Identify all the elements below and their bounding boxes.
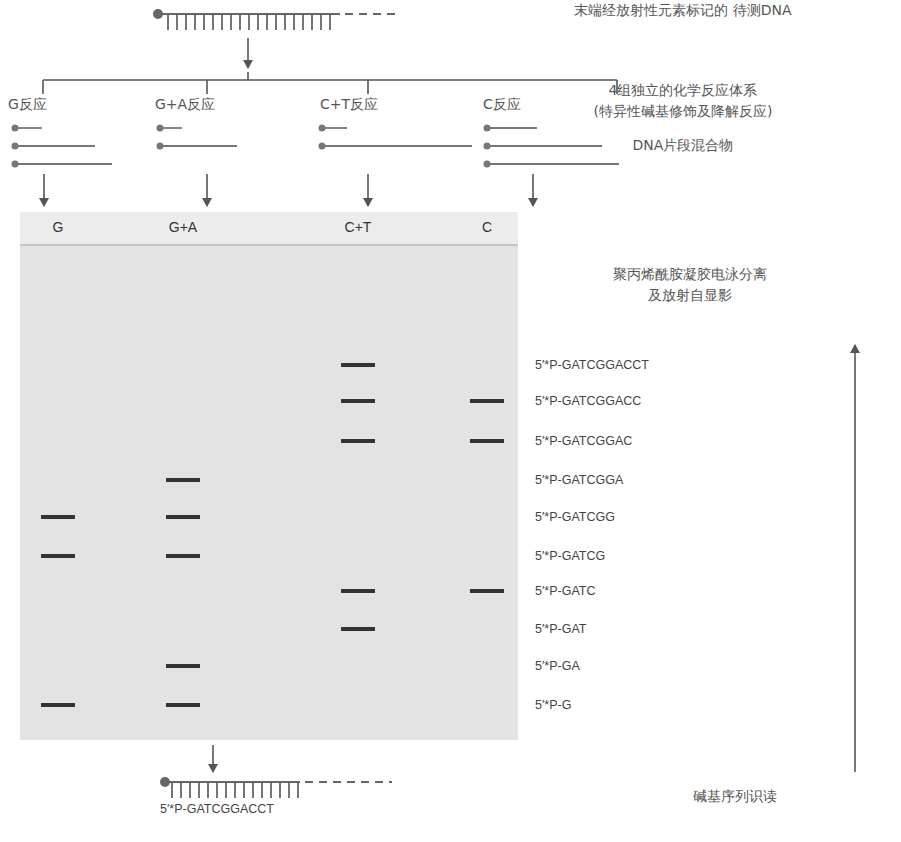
note: DNA片段混合物 bbox=[568, 135, 798, 156]
lane-label: C+T bbox=[345, 218, 372, 238]
sequence-readout: 5′*P-GATCGGACCT bbox=[160, 800, 274, 819]
fragment-sequence: 5′*P-GATCGG bbox=[535, 508, 615, 527]
fragment-sequence: 5′*P-G bbox=[535, 696, 571, 715]
dna-molecule bbox=[167, 782, 392, 798]
fragment-sequence: 5′*P-GATC bbox=[535, 582, 595, 601]
arrow bbox=[854, 345, 856, 772]
reaction-label: G反应 bbox=[8, 94, 47, 115]
fragment-sequence: 5′*P-GAT bbox=[535, 620, 586, 639]
note: 4组独立的化学反应体系 (特异性碱基修饰及降解反应) bbox=[568, 80, 798, 122]
label-dot bbox=[12, 125, 491, 168]
fragment-sequence: 5′*P-GA bbox=[535, 657, 580, 676]
note: 末端经放射性元素标记的 待测DNA bbox=[568, 0, 798, 21]
reaction-label: C+T反应 bbox=[320, 94, 378, 115]
fragment-sequence: 5′*P-GATCGGACC bbox=[535, 392, 641, 411]
reaction-label: C反应 bbox=[483, 94, 521, 115]
lane-label: G bbox=[53, 218, 64, 238]
label-dot bbox=[153, 9, 163, 19]
label-dot bbox=[160, 777, 170, 787]
dna-fragments bbox=[15, 128, 619, 164]
dna-molecule bbox=[160, 14, 395, 30]
gel-panel: G G+A C+T C bbox=[20, 212, 518, 740]
lane-label: G+A bbox=[169, 218, 197, 238]
note: 聚丙烯酰胺凝胶电泳分离 及放射自显影 bbox=[575, 264, 805, 306]
fragment-sequence: 5′*P-GATCGGA bbox=[535, 471, 623, 490]
note: 碱基序列识读 bbox=[645, 786, 825, 807]
gel-bands bbox=[20, 212, 518, 740]
reaction-label: G+A反应 bbox=[155, 94, 215, 115]
fragment-sequence: 5′*P-GATCGGACCT bbox=[535, 356, 649, 375]
arrow bbox=[212, 745, 214, 772]
lane-label: C bbox=[482, 218, 492, 238]
arrow bbox=[247, 38, 249, 68]
arrow bbox=[44, 174, 533, 206]
fragment-sequence: 5′*P-GATCG bbox=[535, 547, 605, 566]
bracket bbox=[43, 72, 617, 94]
fragment-sequence: 5′*P-GATCGGAC bbox=[535, 432, 632, 451]
